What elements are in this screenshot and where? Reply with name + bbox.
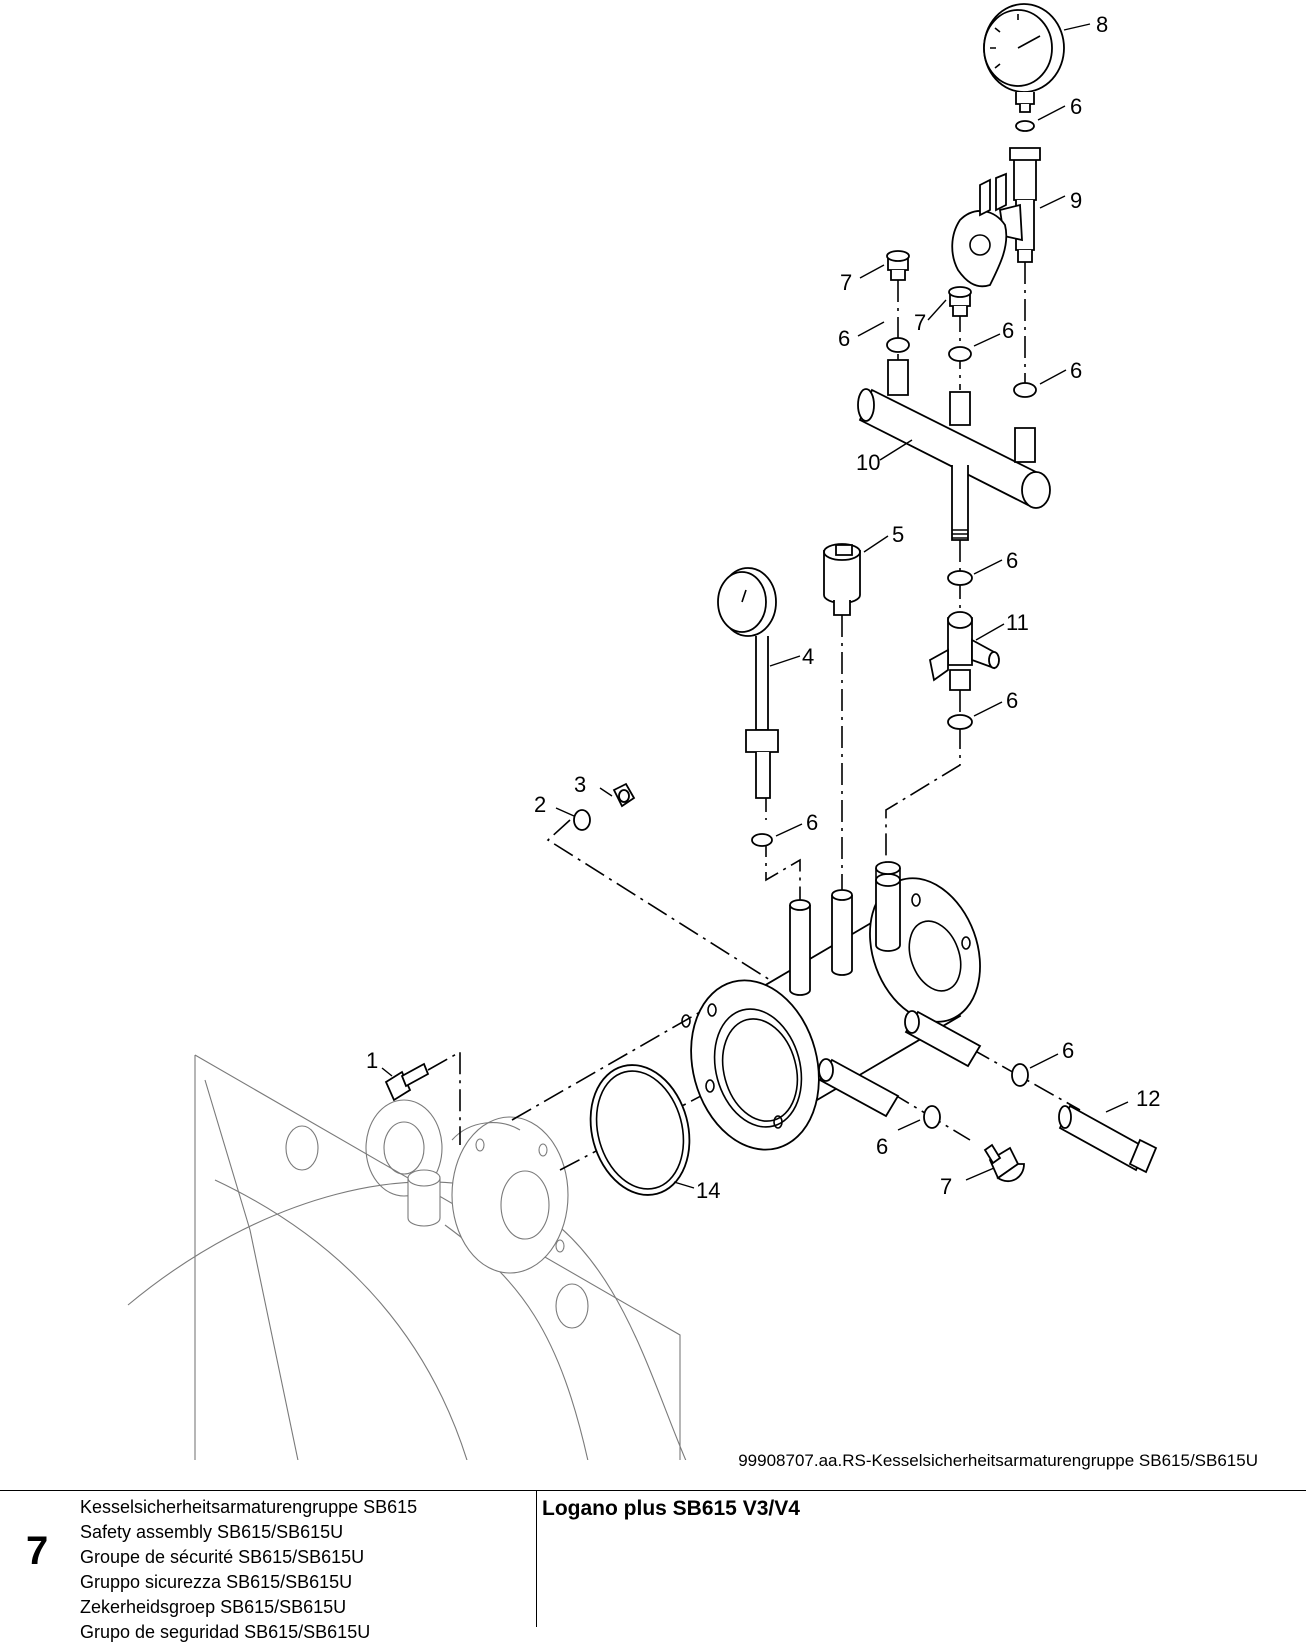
callout-14: 14 bbox=[696, 1178, 720, 1203]
sealing-rings-6 bbox=[751, 120, 1037, 1129]
product-title: Logano plus SB615 V3/V4 bbox=[542, 1497, 800, 1520]
drawing-code: 99908707.aa.RS-Kesselsicherheitsarmature… bbox=[738, 1451, 1258, 1470]
title-en: Safety assembly SB615/SB615U bbox=[80, 1522, 344, 1542]
air-vent-5 bbox=[823, 543, 861, 616]
callout-6: 6 bbox=[1002, 318, 1014, 343]
callout-4: 4 bbox=[802, 644, 814, 669]
callout-10: 10 bbox=[856, 450, 880, 475]
callout-8: 8 bbox=[1096, 12, 1108, 37]
callout-5: 5 bbox=[892, 522, 904, 547]
plug-7 bbox=[886, 250, 1025, 1183]
title-de: Kesselsicherheitsarmaturengruppe SB615 bbox=[80, 1497, 418, 1517]
callout-11: 11 bbox=[1006, 610, 1029, 635]
callout-7: 7 bbox=[914, 310, 926, 335]
gauge-valve-9 bbox=[951, 147, 1041, 288]
title-es: Grupo de seguridad SB615/SB615U bbox=[80, 1622, 371, 1642]
callout-6: 6 bbox=[1070, 358, 1082, 383]
pressure-gauge-8 bbox=[983, 3, 1065, 113]
callout-6: 6 bbox=[1070, 94, 1082, 119]
gasket-14 bbox=[589, 1064, 691, 1196]
callout-2: 2 bbox=[534, 792, 546, 817]
callout-7: 7 bbox=[840, 270, 852, 295]
callout-6: 6 bbox=[1006, 548, 1018, 573]
thermometer-4 bbox=[717, 567, 779, 799]
footer-divider bbox=[536, 1491, 537, 1627]
callout-3: 3 bbox=[574, 772, 586, 797]
exploded-assembly-drawing: 8 6 9 7 6 7 6 6 10 5 6 11 6 4 6 3 2 1 6 … bbox=[127, 3, 1160, 1460]
callout-6: 6 bbox=[838, 326, 850, 351]
callout-7: 7 bbox=[940, 1174, 952, 1199]
title-it: Gruppo sicurezza SB615/SB615U bbox=[80, 1572, 353, 1592]
callout-9: 9 bbox=[1070, 188, 1082, 213]
title-fr: Groupe de sécurité SB615/SB615U bbox=[80, 1547, 365, 1567]
callout-leaders bbox=[381, 23, 1129, 1189]
multilingual-titles: Kesselsicherheitsarmaturengruppe SB615 S… bbox=[80, 1495, 417, 1645]
bolt-1 bbox=[384, 1062, 430, 1102]
callout-6: 6 bbox=[1062, 1038, 1074, 1063]
callout-1: 1 bbox=[366, 1048, 378, 1073]
boiler-body bbox=[127, 1054, 687, 1460]
manifold-10 bbox=[857, 359, 1051, 541]
callout-6: 6 bbox=[1006, 688, 1018, 713]
safety-group-body bbox=[681, 861, 982, 1151]
callout-12: 12 bbox=[1136, 1086, 1160, 1111]
fitting-11 bbox=[928, 611, 1000, 691]
footer: 7 Kesselsicherheitsarmaturengruppe SB615… bbox=[0, 1490, 1306, 1642]
callout-numbers: 8 6 9 7 6 7 6 6 10 5 6 11 6 4 6 3 2 1 6 … bbox=[366, 12, 1160, 1203]
callout-6: 6 bbox=[876, 1134, 888, 1159]
title-nl: Zekerheidsgroep SB615/SB615U bbox=[80, 1597, 347, 1617]
callout-6: 6 bbox=[806, 810, 818, 835]
washer-nut-2-3 bbox=[573, 782, 636, 831]
anode-12 bbox=[1058, 1104, 1158, 1174]
chapter-number: 7 bbox=[26, 1529, 49, 1573]
